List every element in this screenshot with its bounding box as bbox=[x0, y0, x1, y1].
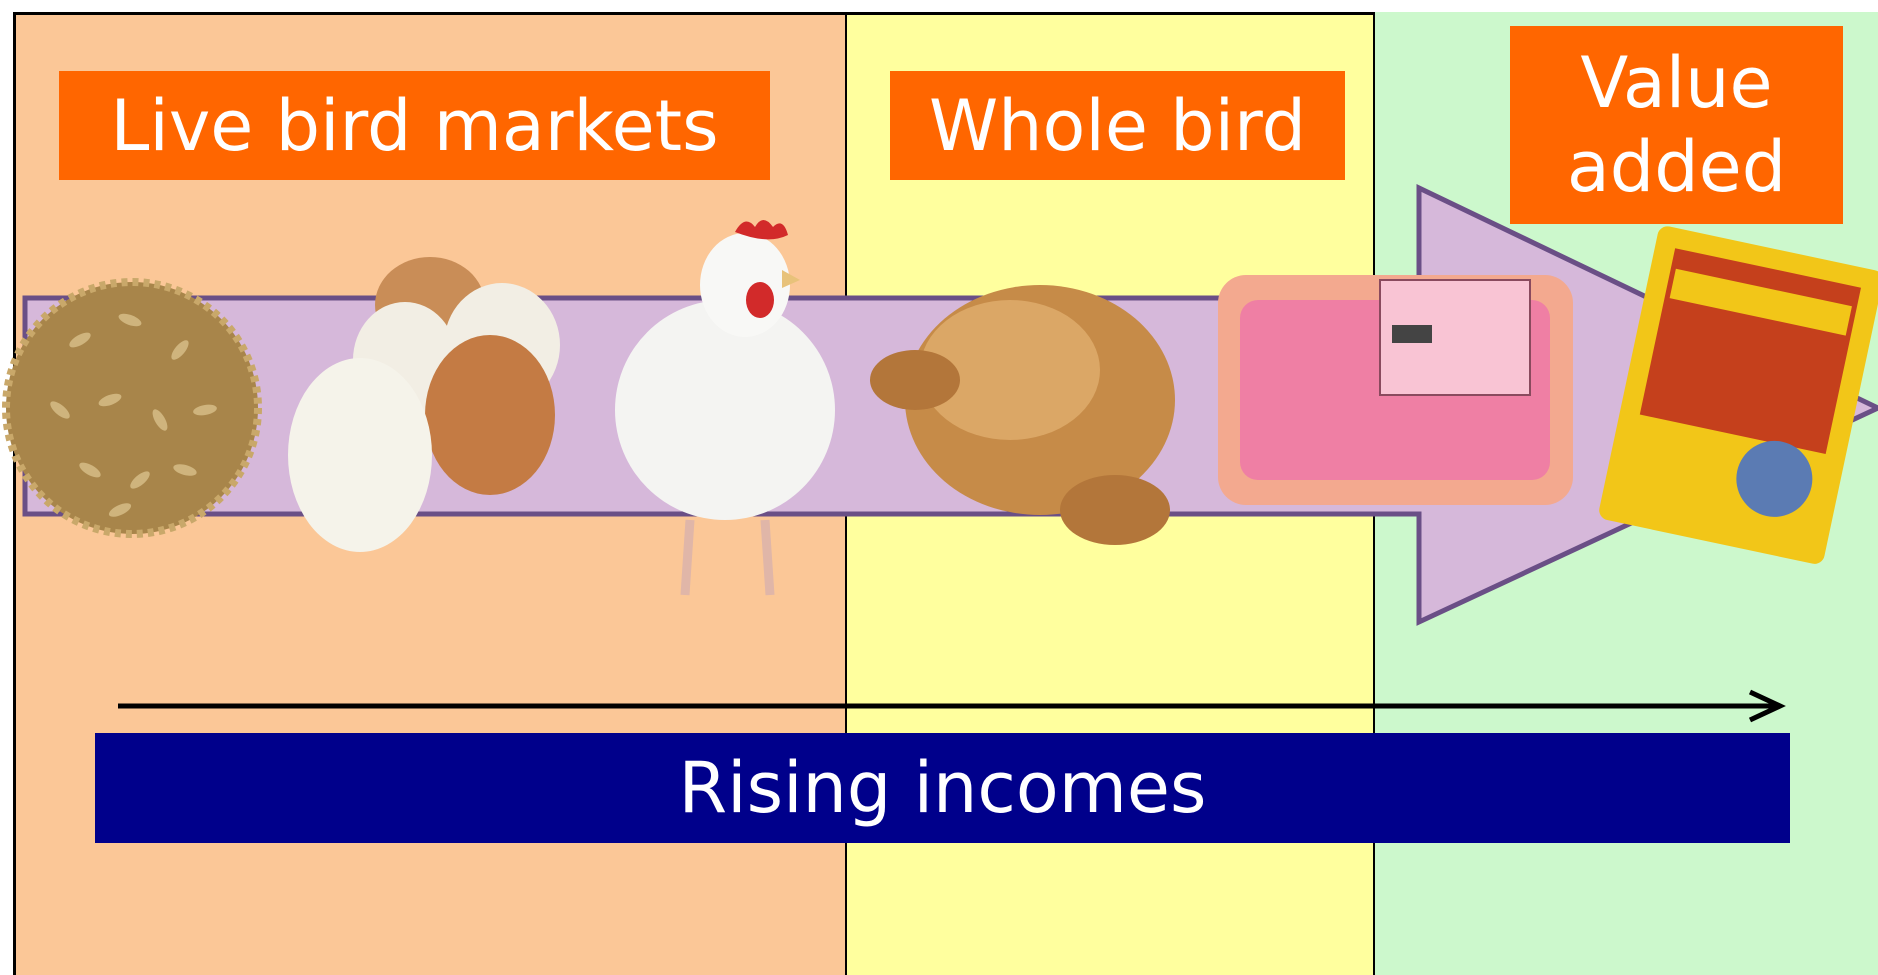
roast-chicken-image bbox=[870, 285, 1175, 545]
rising-incomes-bar: Rising incomes bbox=[95, 733, 1790, 843]
grain-image bbox=[2, 278, 262, 538]
stage-label-live-bird-markets: Live bird markets bbox=[59, 71, 770, 180]
income-direction-arrowhead bbox=[1748, 689, 1786, 723]
eggs-image bbox=[288, 257, 560, 552]
stage-label-value-added: Value added bbox=[1510, 26, 1843, 224]
live-chicken-image bbox=[615, 220, 835, 596]
packaged-meat-image bbox=[1218, 275, 1573, 505]
stage-label-whole-bird: Whole bird bbox=[890, 71, 1345, 180]
drumsticks-package-image bbox=[1599, 226, 1878, 564]
